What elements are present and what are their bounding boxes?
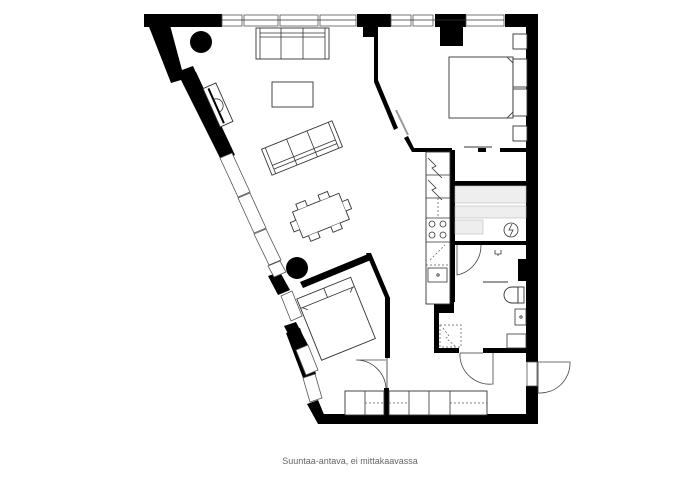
counter [425,151,451,305]
sofa-top [255,27,330,60]
disclaimer-caption: Suuntaa-antava, ei mittakaavassa [282,456,418,466]
fridge [427,157,443,201]
hallway [344,352,571,416]
stove-icon [428,220,447,239]
bathroom [439,244,527,349]
double-bed [448,56,514,119]
kitchen-sink [427,267,448,283]
round-column [190,31,212,53]
interior-walls [300,27,528,416]
sofa-angled [260,120,344,176]
sauna [454,185,527,238]
tv-stand [202,82,234,128]
bedroom-1 [395,33,528,148]
shower [506,333,527,349]
dining-set [289,190,353,242]
sauna-heater-icon [503,222,519,238]
outer-walls [144,14,538,424]
coffee-table [271,81,314,108]
nightstand-bottom [512,125,528,142]
kitchen [425,151,451,305]
double-bed [296,276,376,361]
washbasin [514,308,527,326]
nightstand-top [512,33,528,50]
windows [219,14,538,403]
round-column [286,257,308,279]
bedroom-2 [296,276,388,389]
living-room [190,27,353,279]
entrance-door [537,361,571,394]
toilet [503,286,519,304]
